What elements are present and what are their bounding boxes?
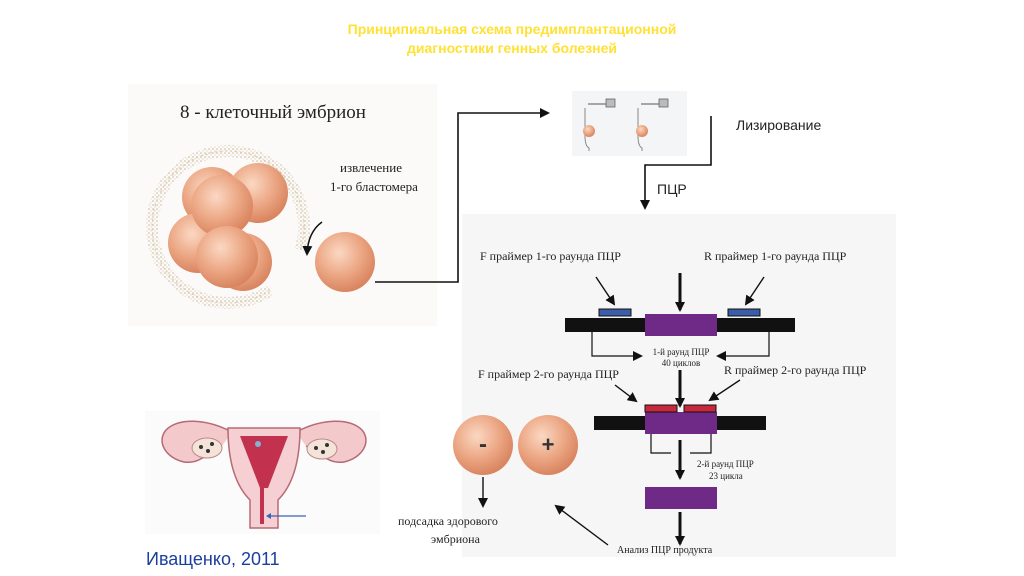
pcr-tube [583, 98, 616, 151]
round1-label-line1: 1-й раунд ПЦР [653, 347, 710, 357]
analysis-label: Анализ ПЦР продукта [617, 545, 713, 556]
blastomere [196, 226, 258, 288]
lysis-label: Лизирование [736, 117, 822, 133]
extraction-arrow [302, 221, 323, 256]
blastomeres [168, 163, 288, 291]
tubes-panel [572, 91, 687, 156]
round1-bracket-right [716, 332, 770, 361]
pointer-arrow [708, 379, 741, 402]
connector-to-pcr [640, 116, 712, 210]
pcr-tube [636, 98, 669, 151]
title-line-2: диагностики генных болезней [407, 40, 617, 56]
author-credit: Иващенко, 2011 [146, 549, 280, 569]
page-title: Принципиальная схема предимплантационной… [0, 20, 1024, 58]
round1-label-line2: 40 циклов [662, 358, 701, 368]
round2-bracket-right [690, 434, 712, 454]
analysis-to-transfer-arrow [554, 504, 609, 546]
pointer-arrow [614, 384, 638, 403]
round2-bracket-left [650, 434, 671, 454]
zona-pellucida [146, 145, 310, 309]
title-line-1: Принципиальная схема предимплантационной [347, 21, 677, 37]
transfer-line-2: эмбриона [431, 532, 481, 546]
dna-strand-round2 [594, 404, 766, 434]
embryo-heading: 8 - клеточный эмбрион [180, 102, 366, 123]
f-primer-round2-label: F праймер 2-го раунда ПЦР [478, 367, 619, 381]
pointer-arrow [595, 276, 616, 306]
extracted-blastomere [315, 232, 375, 292]
transfer-line-1: подсадка здорового [398, 514, 498, 528]
pointer-arrow [744, 276, 765, 306]
pcr-label: ПЦР [657, 181, 687, 197]
f-primer-round1-label: F праймер 1-го раунда ПЦР [480, 249, 621, 263]
connector-to-tubes [375, 108, 550, 283]
pcr-product [645, 487, 717, 509]
uterus-illustration [161, 420, 367, 529]
negative-embryo [453, 415, 513, 475]
round2-label-line2: 23 цикла [709, 471, 743, 481]
r-primer-round1-label: R праймер 1-го раунда ПЦР [704, 249, 847, 263]
positive-sign: + [542, 432, 555, 457]
extraction-line-2: 1-го бластомера [330, 179, 418, 194]
r-primer-round2-label: R праймер 2-го раунда ПЦР [724, 363, 867, 377]
extraction-line-1: извлечение [340, 160, 402, 175]
dna-strand-round1 [565, 308, 795, 336]
round1-bracket-left [591, 332, 643, 361]
positive-embryo [518, 415, 578, 475]
round2-label-line1: 2-й раунд ПЦР [697, 459, 754, 469]
negative-sign: - [479, 431, 487, 458]
blastomere [191, 175, 253, 237]
